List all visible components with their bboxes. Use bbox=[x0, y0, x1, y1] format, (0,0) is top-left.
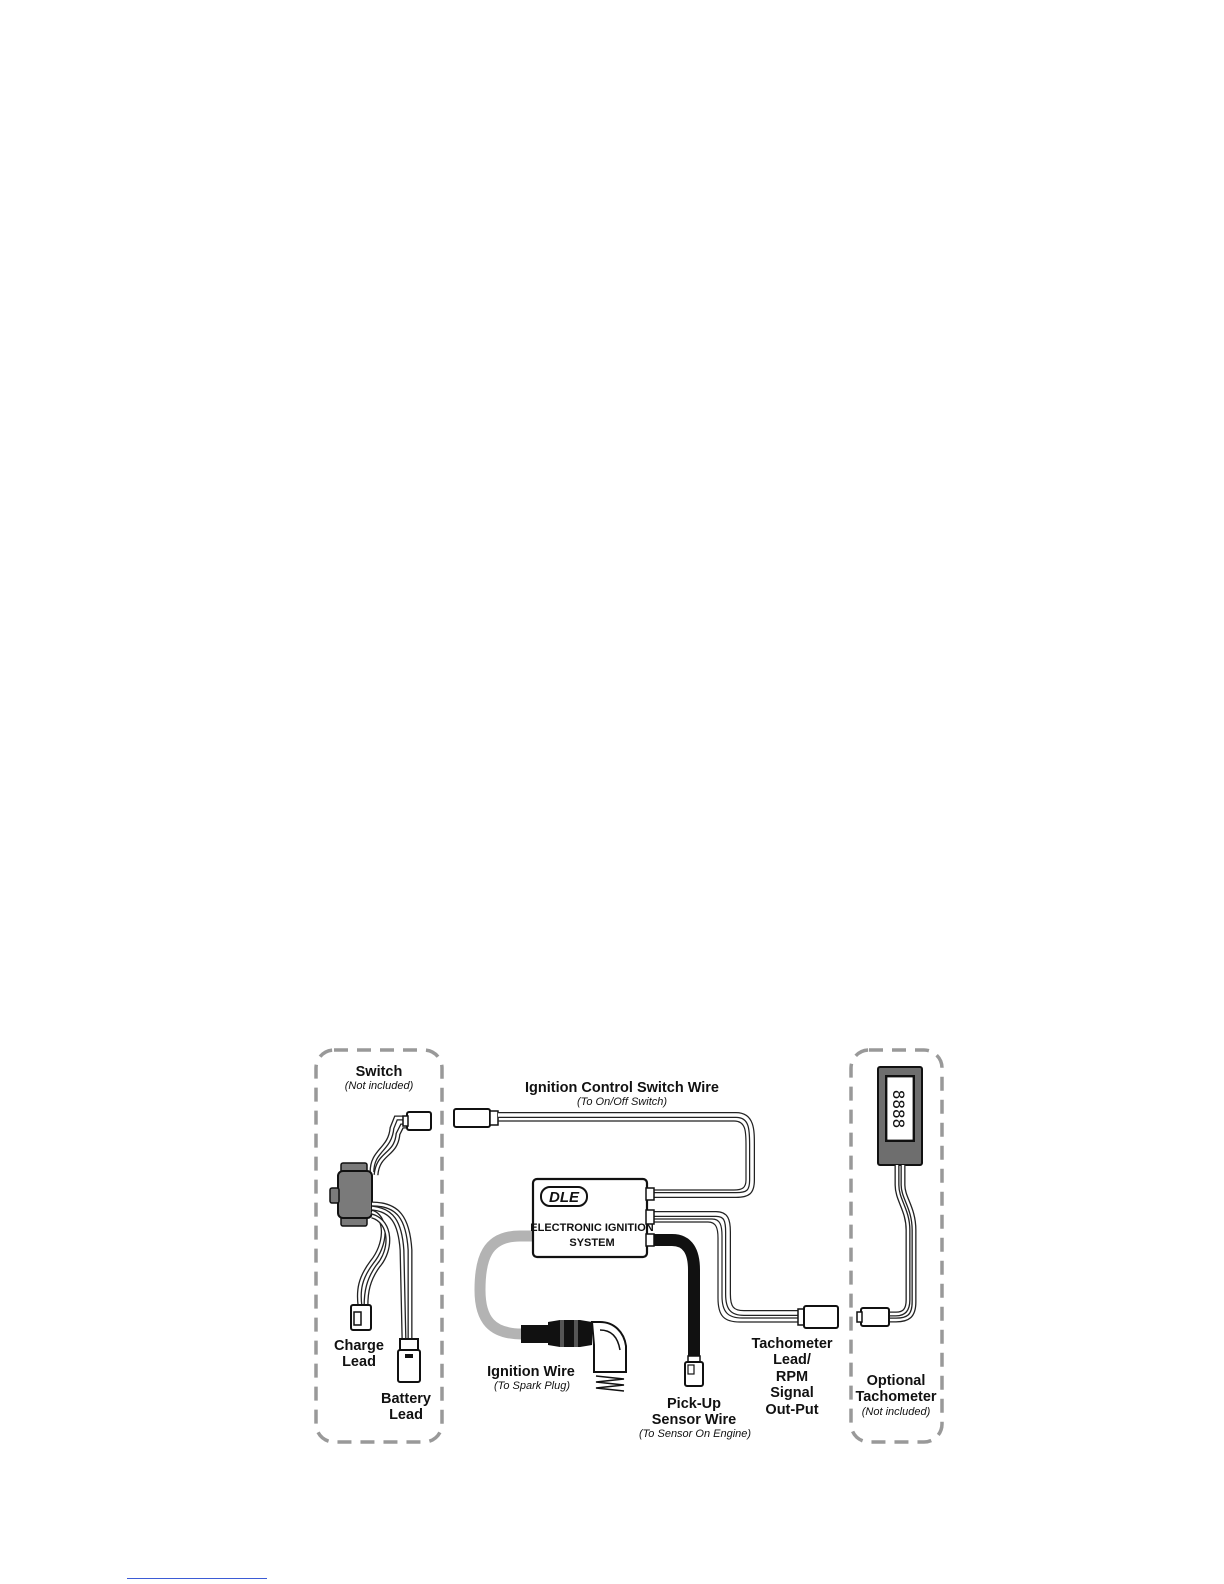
pickup-note: (To Sensor On Engine) bbox=[639, 1428, 751, 1440]
ignition-wire-title: Ignition Wire bbox=[487, 1364, 575, 1380]
tach-lead-label-4: Signal bbox=[770, 1385, 814, 1401]
module-label-line1: ELECTRONIC IGNITION bbox=[530, 1222, 654, 1234]
tachometer-note: (Not included) bbox=[862, 1406, 931, 1418]
switch-note: (Not included) bbox=[345, 1080, 414, 1092]
pickup-label-2: Sensor Wire bbox=[652, 1412, 736, 1428]
tach-lead-label-5: Out-Put bbox=[765, 1402, 818, 1418]
module-logo: DLE bbox=[549, 1189, 580, 1206]
ignition-wire-note: (To Spark Plug) bbox=[494, 1380, 570, 1392]
pickup-label-1: Pick-Up bbox=[667, 1396, 721, 1412]
tach-lead-label-2: Lead/ bbox=[773, 1352, 811, 1368]
tach-lead-label-1: Tachometer bbox=[751, 1336, 832, 1352]
battery-lead-label-2: Lead bbox=[389, 1407, 423, 1423]
tachometer-display: 8888 bbox=[889, 1090, 908, 1129]
battery-lead-label-1: Battery bbox=[381, 1391, 431, 1407]
switch-title: Switch bbox=[356, 1064, 403, 1080]
footnote-rule bbox=[127, 1578, 267, 1579]
pickup-sensor-wire bbox=[653, 1240, 703, 1386]
tachometer-label-2: Tachometer bbox=[855, 1389, 936, 1405]
control-wire-note: (To On/Off Switch) bbox=[577, 1096, 667, 1108]
tachometer-label-1: Optional bbox=[867, 1373, 926, 1389]
charge-lead-label-1: Charge bbox=[334, 1338, 384, 1354]
tachometer-lead-wire bbox=[653, 1214, 838, 1328]
control-wire-title: Ignition Control Switch Wire bbox=[525, 1080, 719, 1096]
module-label-line2: SYSTEM bbox=[569, 1237, 614, 1249]
tach-lead-label-3: RPM bbox=[776, 1369, 808, 1385]
ignition-wire bbox=[480, 1236, 533, 1334]
charge-lead-label-2: Lead bbox=[342, 1354, 376, 1370]
